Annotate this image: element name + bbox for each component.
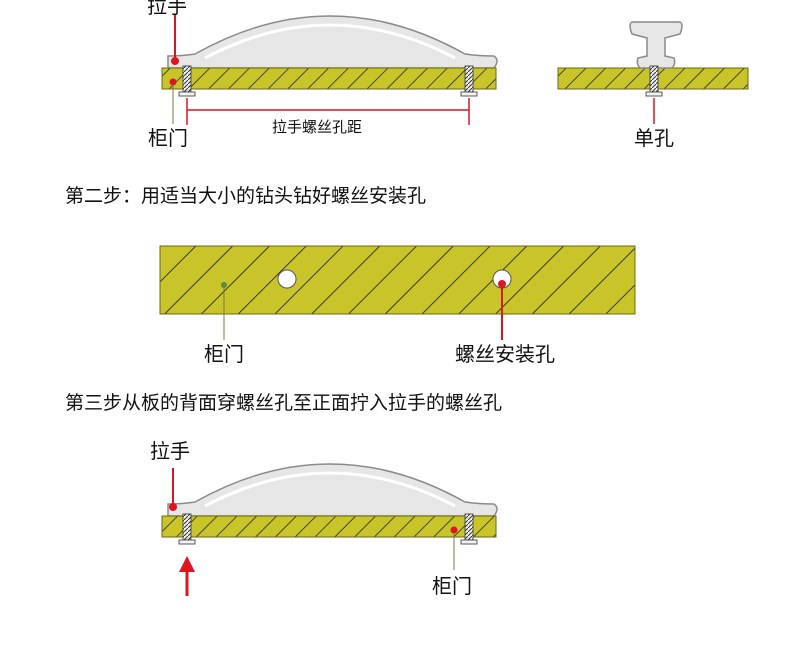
step1-screw-right: [460, 65, 478, 97]
step2-heading: 第二步：用适当大小的钻头钻好螺丝安装孔: [65, 185, 427, 207]
step1-label-handle: 拉手: [147, 0, 187, 18]
step1-screw-left: [178, 65, 196, 97]
step2-hole-left: [277, 269, 297, 289]
step3-screw-right: [460, 513, 478, 545]
step3-screw-left: [178, 513, 196, 545]
step1-label-door: 柜门: [148, 126, 188, 150]
step2-label-hole: 螺丝安装孔: [455, 342, 555, 366]
step1-label-single: 单孔: [634, 126, 674, 150]
step1-board: [161, 67, 497, 90]
step3-board: [161, 515, 497, 538]
step2-label-door: 柜门: [204, 342, 244, 366]
step1-single-screw: [645, 65, 663, 97]
step3-heading: 第三步从板的背面穿螺丝孔至正面拧入拉手的螺丝孔: [65, 392, 503, 414]
step3-label-handle: 拉手: [150, 439, 190, 463]
step3-label-door: 柜门: [432, 574, 472, 598]
step1-handle: [167, 15, 498, 69]
push-up-arrow-icon: [179, 556, 195, 596]
step1-label-spacing: 拉手螺丝孔距: [272, 118, 363, 136]
step3-handle: [167, 463, 498, 517]
single-knob-icon: [629, 21, 683, 69]
step2-board: [159, 245, 636, 315]
step1-handle-dot: [171, 57, 179, 65]
